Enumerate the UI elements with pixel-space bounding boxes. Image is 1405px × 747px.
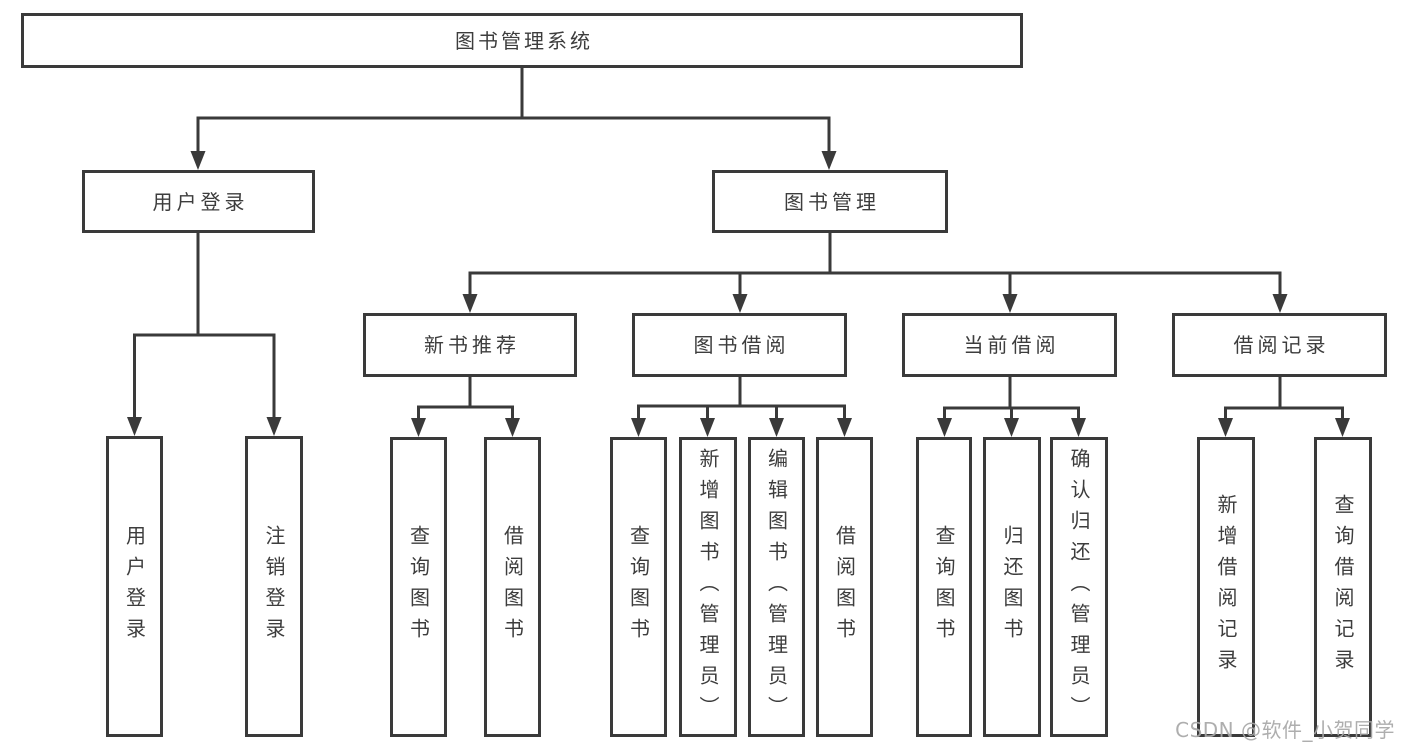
node-label: 查询借阅记录 xyxy=(1331,494,1355,680)
node-label: 查询图书 xyxy=(626,525,651,649)
node-book-borrowing: 图书借阅 xyxy=(632,313,847,377)
watermark-text: CSDN @软件_小贺同学 xyxy=(1175,718,1395,742)
node-logout: 注销登录 xyxy=(245,436,303,737)
node-label: 借阅图书 xyxy=(832,525,857,649)
node-book-management: 图书管理 xyxy=(712,170,948,233)
node-current-borrowing: 当前借阅 xyxy=(902,313,1117,377)
node-label: 归还图书 xyxy=(1000,525,1024,649)
node-query-borrow-record: 查询借阅记录 xyxy=(1314,437,1372,737)
node-new-book-recommend: 新书推荐 xyxy=(363,313,577,377)
node-edit-books-admin: 编辑图书（管理员） xyxy=(748,437,805,737)
node-confirm-return-admin: 确认归还（管理员） xyxy=(1050,437,1108,737)
node-label: 新增图书（管理员） xyxy=(696,447,720,727)
node-label: 查询图书 xyxy=(406,525,431,649)
node-query-books-2: 查询图书 xyxy=(610,437,667,737)
node-add-books-admin: 新增图书（管理员） xyxy=(679,437,737,737)
node-label: 新增借阅记录 xyxy=(1214,494,1238,680)
node-borrow-books-2: 借阅图书 xyxy=(816,437,873,737)
node-label: 注销登录 xyxy=(262,524,286,649)
node-return-books: 归还图书 xyxy=(983,437,1041,737)
node-query-books-3: 查询图书 xyxy=(916,437,972,737)
node-label: 编辑图书（管理员） xyxy=(764,447,789,727)
node-label: 确认归还（管理员） xyxy=(1067,447,1091,727)
node-borrow-books-1: 借阅图书 xyxy=(484,437,541,737)
node-query-books-1: 查询图书 xyxy=(390,437,447,737)
node-label: 查询图书 xyxy=(932,525,956,649)
node-label: 借阅图书 xyxy=(500,525,525,649)
node-label: 用户登录 xyxy=(122,524,147,649)
node-borrowing-records: 借阅记录 xyxy=(1172,313,1387,377)
node-add-borrow-record: 新增借阅记录 xyxy=(1197,437,1255,737)
node-user-login-leaf: 用户登录 xyxy=(106,436,163,737)
node-library-system: 图书管理系统 xyxy=(21,13,1023,68)
node-user-login: 用户登录 xyxy=(82,170,315,233)
